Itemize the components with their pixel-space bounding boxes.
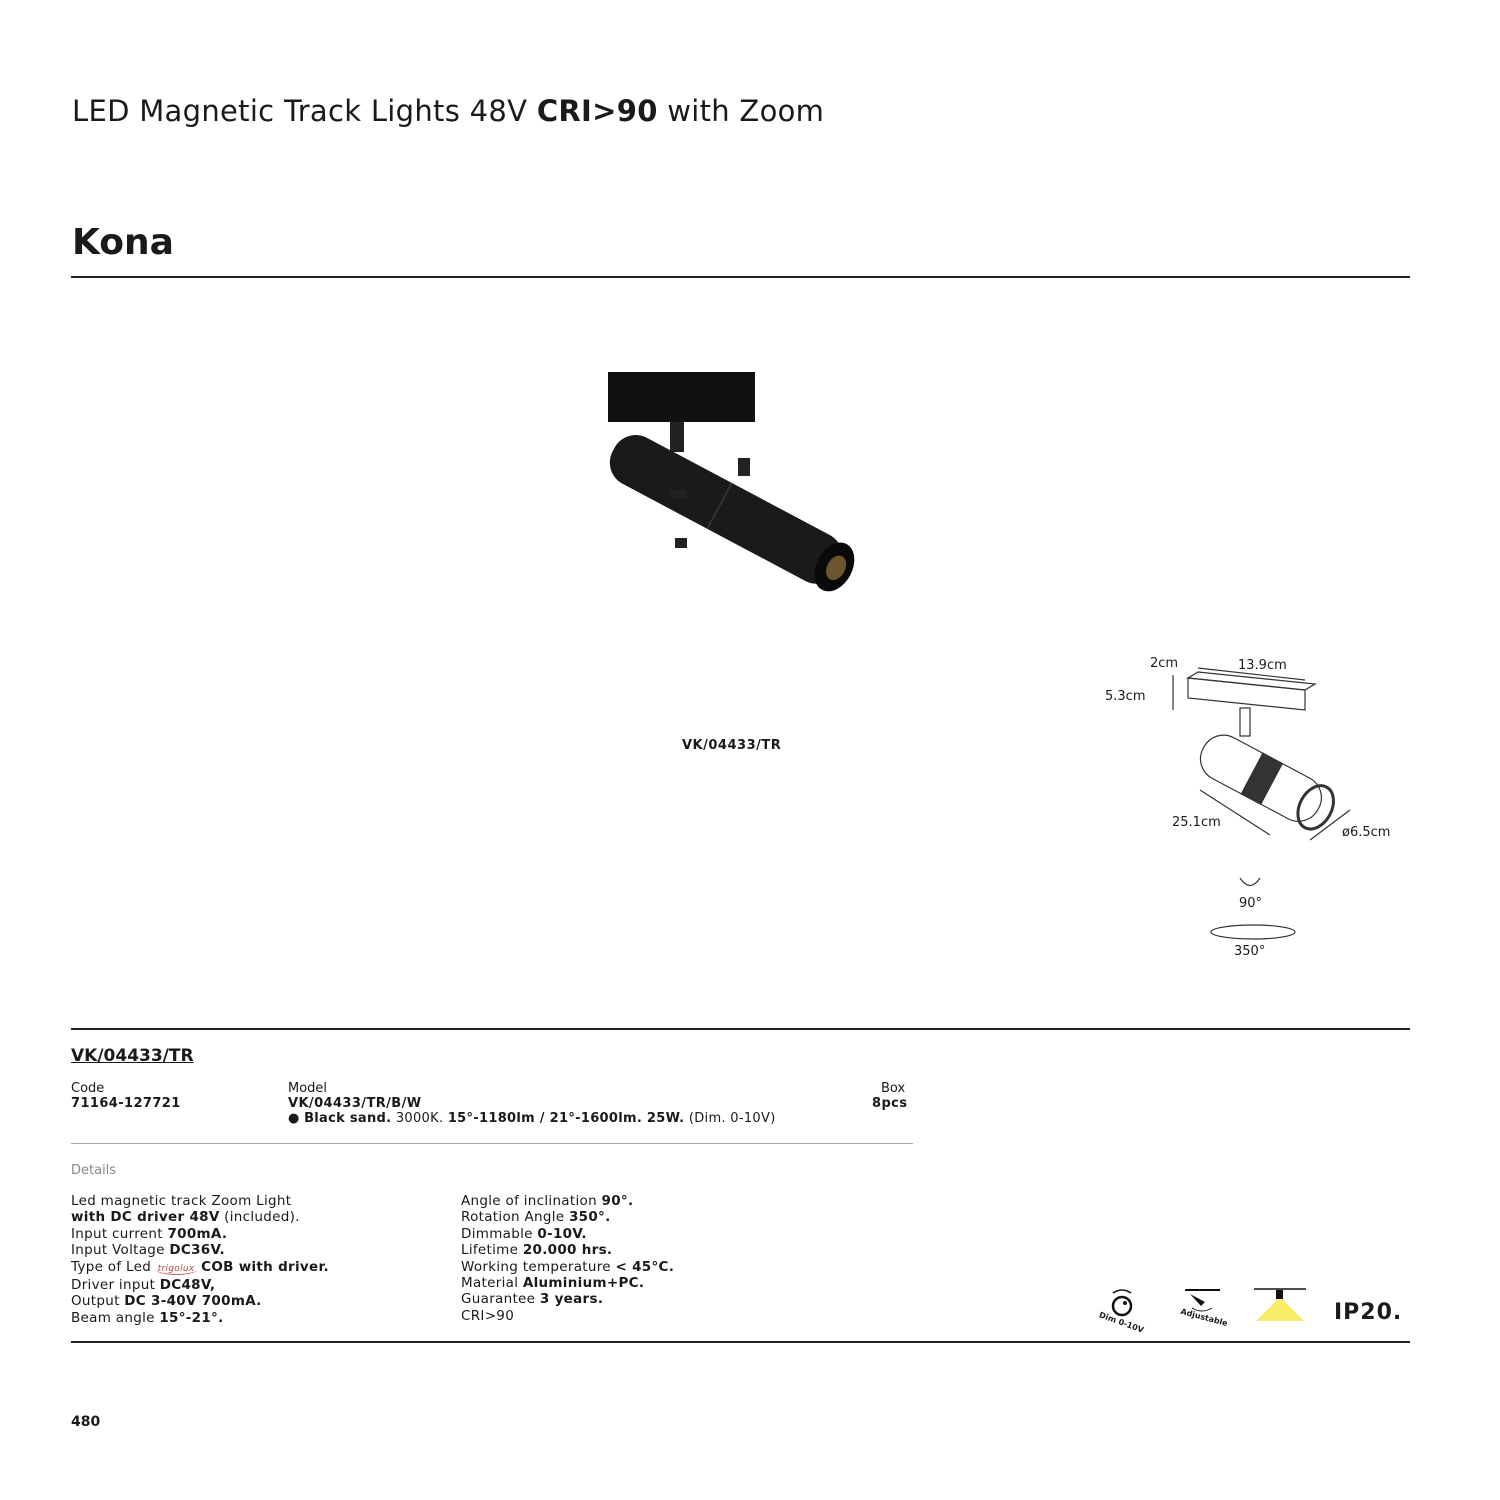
dimension-drawing — [1172, 667, 1351, 940]
detail-text: Dimmable — [461, 1225, 538, 1242]
diameter-dimension: ø6.5cm — [1342, 825, 1391, 840]
detail-line: Angle of inclination 90°. — [461, 1193, 674, 1209]
detail-value: 350°. — [568, 1209, 611, 1226]
detail-value: 90°. — [601, 1193, 634, 1209]
body-length-dimension: 25.1cm — [1172, 815, 1221, 830]
page-number: 480 — [71, 1414, 101, 1430]
detail-line: Led magnetic track Zoom Light — [71, 1193, 329, 1209]
detail-text: Lifetime — [461, 1242, 523, 1259]
detail-line: Rotation Angle 350°. — [461, 1209, 674, 1225]
dimension-diagram: 2cm 13.9cm 5.3cm 25.1cm ø6.5cm 90° 350° — [1100, 650, 1410, 970]
details-right-column: Angle of inclination 90°.Rotation Angle … — [461, 1193, 674, 1324]
code-label: Code — [71, 1081, 105, 1096]
detail-value: DC48V, — [159, 1277, 216, 1294]
detail-line: Working temperature < 45°C. — [461, 1259, 674, 1275]
detail-text: Rotation Angle — [461, 1209, 569, 1226]
ip-rating: IP20. — [1334, 1300, 1403, 1325]
detail-line: Guarantee 3 years. — [461, 1291, 674, 1307]
model-label: Model — [288, 1081, 328, 1096]
detail-text: Working temperature — [461, 1258, 616, 1275]
detail-value: DC36V. — [169, 1242, 225, 1259]
variant-line: ● Black sand. 3000K. 15°-1180lm / 21°-16… — [288, 1111, 776, 1126]
subtitle-text: LED Magnetic Track Lights 48V — [72, 94, 537, 128]
detail-value: COB with driver. — [201, 1258, 329, 1275]
color-temp: 3000K. — [391, 1111, 448, 1126]
detail-text: CRI>90 — [461, 1307, 515, 1324]
divider — [71, 276, 1410, 278]
detail-text: Beam angle — [71, 1309, 160, 1326]
detail-text: Driver input — [71, 1277, 160, 1294]
model-value: VK/04433/TR/B/W — [288, 1096, 422, 1111]
lumen-power: 15°-1180lm / 21°-1600lm. 25W. — [447, 1111, 685, 1126]
detail-line: CRI>90 — [461, 1308, 674, 1324]
detail-text: Type of Led — [71, 1258, 156, 1275]
detail-line: Material Aluminium+PC. — [461, 1275, 674, 1291]
subtitle-text-end: with Zoom — [657, 94, 825, 128]
rotation-angle: 350° — [1234, 944, 1266, 959]
height-dimension: 5.3cm — [1105, 689, 1146, 704]
subtitle-bold: CRI>90 — [536, 94, 658, 128]
detail-value: with DC driver 48V — [71, 1209, 220, 1226]
detail-line: Beam angle 15°-21°. — [71, 1310, 329, 1326]
details-label: Details — [71, 1163, 117, 1178]
adjustable-icon — [1185, 1289, 1220, 1312]
detail-value: Aluminium+PC. — [522, 1275, 645, 1292]
page-title: Kona — [72, 222, 174, 263]
detail-line: with DC driver 48V (included). — [71, 1209, 329, 1225]
product-code-heading: VK/04433/TR — [71, 1046, 194, 1066]
code-value: 71164-127721 — [71, 1096, 181, 1111]
product-caption: VK/04433/TR — [682, 738, 782, 753]
detail-value: 700mA. — [167, 1225, 228, 1242]
divider — [71, 1341, 1410, 1343]
detail-line: Output DC 3-40V 700mA. — [71, 1293, 329, 1309]
length-dimension: 13.9cm — [1238, 658, 1287, 673]
detail-value: DC 3-40V 700mA. — [124, 1293, 262, 1310]
detail-line: Lifetime 20.000 hrs. — [461, 1242, 674, 1258]
detail-text: Input Voltage — [71, 1242, 170, 1259]
finish: Black sand. — [304, 1111, 392, 1126]
detail-value: 3 years. — [539, 1291, 604, 1308]
detail-line: Dimmable 0-10V. — [461, 1226, 674, 1242]
brand-logo: trigolux — [155, 1263, 197, 1275]
dimmer-icon — [1111, 1289, 1133, 1317]
spotlight-icon — [1254, 1288, 1306, 1321]
detail-value: 15°-21°. — [159, 1309, 224, 1326]
page-subtitle: LED Magnetic Track Lights 48V CRI>90 wit… — [72, 94, 824, 128]
depth-dimension: 2cm — [1150, 656, 1179, 671]
detail-note: (included). — [219, 1209, 300, 1226]
detail-text: Led magnetic track Zoom Light — [71, 1193, 292, 1209]
box-value: 8pcs — [872, 1096, 908, 1111]
dim-note: (Dim. 0-10V) — [684, 1111, 776, 1126]
box-label: Box — [881, 1081, 906, 1096]
detail-text: Guarantee — [461, 1291, 540, 1308]
detail-line: Input Voltage DC36V. — [71, 1242, 329, 1258]
product-image — [608, 372, 855, 592]
detail-value: < 45°C. — [615, 1258, 675, 1275]
detail-line: Driver input DC48V, — [71, 1277, 329, 1293]
detail-value: 0-10V. — [537, 1225, 587, 1242]
detail-text: Material — [461, 1275, 523, 1292]
divider — [71, 1143, 913, 1144]
detail-text: Output — [71, 1293, 125, 1310]
detail-value: 20.000 hrs. — [522, 1242, 613, 1259]
detail-line: Type of Led trigolux COB with driver. — [71, 1259, 329, 1277]
detail-line: Input current 700mA. — [71, 1226, 329, 1242]
divider — [71, 1028, 1410, 1030]
detail-text: Input current — [71, 1225, 168, 1242]
tilt-angle: 90° — [1239, 896, 1263, 911]
detail-text: Angle of inclination — [461, 1193, 602, 1209]
